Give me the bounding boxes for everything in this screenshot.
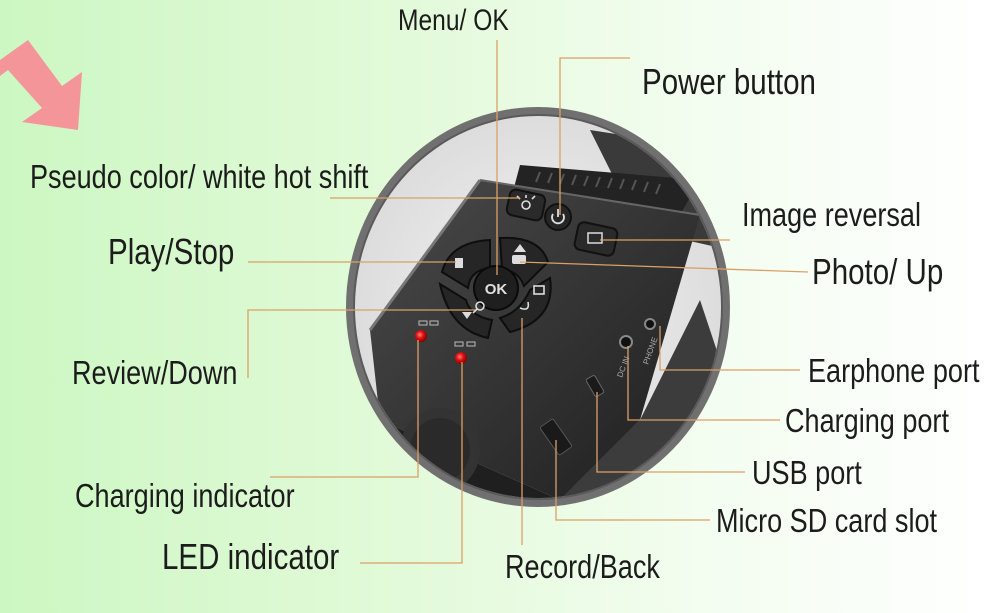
usb-port — [585, 375, 605, 397]
power-icon — [551, 209, 565, 225]
leader-micro-sd — [555, 440, 710, 521]
label-earphone-port: Earphone port — [808, 352, 980, 389]
charging-indicator-led — [415, 330, 427, 342]
down-arrow-icon — [462, 312, 472, 319]
leader-review-down — [247, 309, 475, 378]
leader-lines — [247, 40, 809, 564]
label-usb-port: USB port — [752, 454, 862, 491]
micro-sd-slot — [539, 418, 573, 456]
pointer-arrow-icon — [0, 40, 82, 130]
leader-charging-port — [627, 346, 780, 421]
play-stop-key[interactable] — [440, 238, 491, 290]
led-indicator-led — [455, 352, 467, 364]
leader-usb — [596, 392, 745, 473]
battery-icon — [418, 320, 439, 326]
reversal-icon — [587, 232, 603, 244]
label-led-indicator: LED indicator — [162, 536, 340, 577]
review-down-key[interactable] — [438, 281, 494, 340]
label-micro-sd-slot: Micro SD card slot — [716, 502, 938, 539]
label-play-stop: Play/Stop — [108, 231, 235, 272]
leader-earphone — [659, 326, 800, 371]
label-record-back: Record/Back — [505, 548, 660, 585]
label-charging-indicator: Charging indicator — [75, 477, 295, 514]
label-review-down: Review/Down — [72, 354, 238, 391]
label-charging-port: Charging port — [785, 402, 949, 439]
label-menu-ok: Menu/ OK — [398, 4, 509, 37]
leader-led-indicator — [360, 362, 463, 564]
label-power-button: Power button — [642, 61, 816, 102]
pseudo-color-key[interactable] — [505, 188, 547, 222]
label-image-reversal: Image reversal — [742, 196, 921, 233]
leader-charging-indicator — [270, 340, 419, 478]
ok-key-label: OK — [485, 281, 508, 298]
leader-photo-up — [519, 261, 809, 273]
back-icon — [519, 285, 545, 310]
led-icon — [454, 341, 476, 347]
label-pseudo-color: Pseudo color/ white hot shift — [30, 158, 369, 195]
label-photo-up: Photo/ Up — [812, 251, 944, 292]
ok-key[interactable] — [473, 265, 519, 311]
leader-power — [559, 57, 630, 215]
record-back-key[interactable] — [498, 276, 552, 334]
play-icon — [455, 258, 463, 268]
earphone-port — [644, 318, 656, 330]
magnifier-icon — [472, 301, 485, 314]
charging-port — [619, 335, 633, 349]
image-reversal-key[interactable] — [573, 221, 619, 257]
